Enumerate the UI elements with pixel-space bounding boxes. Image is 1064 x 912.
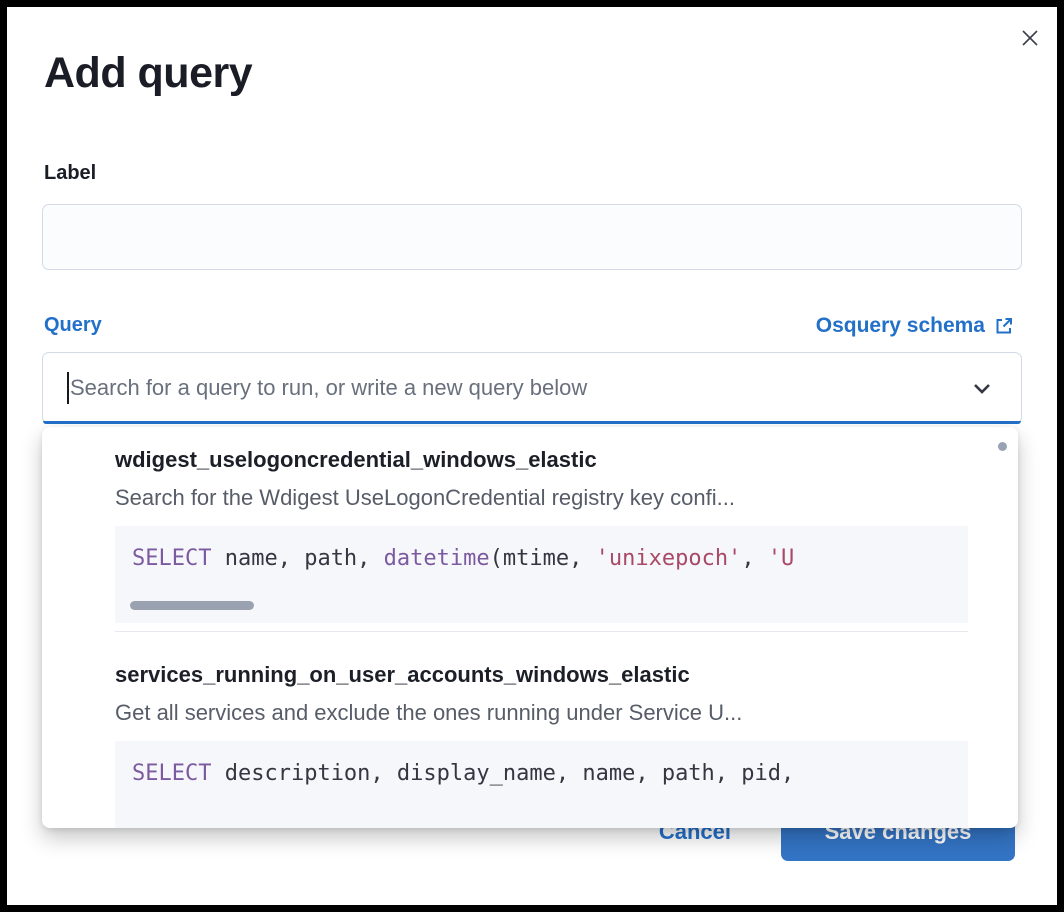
- combobox-focus-bar: [43, 421, 1021, 424]
- label-field-label: Label: [44, 162, 97, 184]
- label-input[interactable]: [42, 204, 1022, 270]
- osquery-schema-link[interactable]: Osquery schema: [816, 314, 1015, 338]
- add-query-modal: Add query Label Query Osquery schema Sea…: [7, 7, 1057, 905]
- close-icon[interactable]: [1015, 23, 1045, 53]
- query-combobox[interactable]: Search for a query to run, or write a ne…: [42, 352, 1022, 424]
- page-title: Add query: [44, 49, 253, 97]
- query-option-title: services_running_on_user_accounts_window…: [115, 662, 690, 687]
- query-option-code: SELECT name, path, datetime(mtime, 'unix…: [115, 526, 968, 623]
- query-option-services[interactable]: services_running_on_user_accounts_window…: [42, 642, 1018, 828]
- dropdown-scrollbar-thumb[interactable]: [998, 442, 1007, 451]
- osquery-schema-link-label: Osquery schema: [815, 314, 985, 337]
- code-scrollbar-thumb[interactable]: [130, 601, 254, 610]
- query-suggestions-dropdown: wdigest_uselogoncredential_windows_elast…: [42, 427, 1018, 828]
- query-field-label: Query: [44, 314, 102, 336]
- query-combobox-placeholder: Search for a query to run, or write a ne…: [70, 375, 588, 400]
- query-option-wdigest[interactable]: wdigest_uselogoncredential_windows_elast…: [42, 427, 1018, 642]
- query-option-title: wdigest_uselogoncredential_windows_elast…: [115, 447, 597, 472]
- external-link-icon: [993, 315, 1015, 337]
- text-caret: [67, 372, 69, 404]
- query-option-description: Get all services and exclude the ones ru…: [115, 700, 743, 725]
- query-option-description: Search for the Wdigest UseLogonCredentia…: [115, 485, 735, 510]
- query-option-code: SELECT description, display_name, name, …: [115, 741, 968, 828]
- option-divider: [115, 631, 968, 632]
- chevron-down-icon[interactable]: [969, 375, 995, 401]
